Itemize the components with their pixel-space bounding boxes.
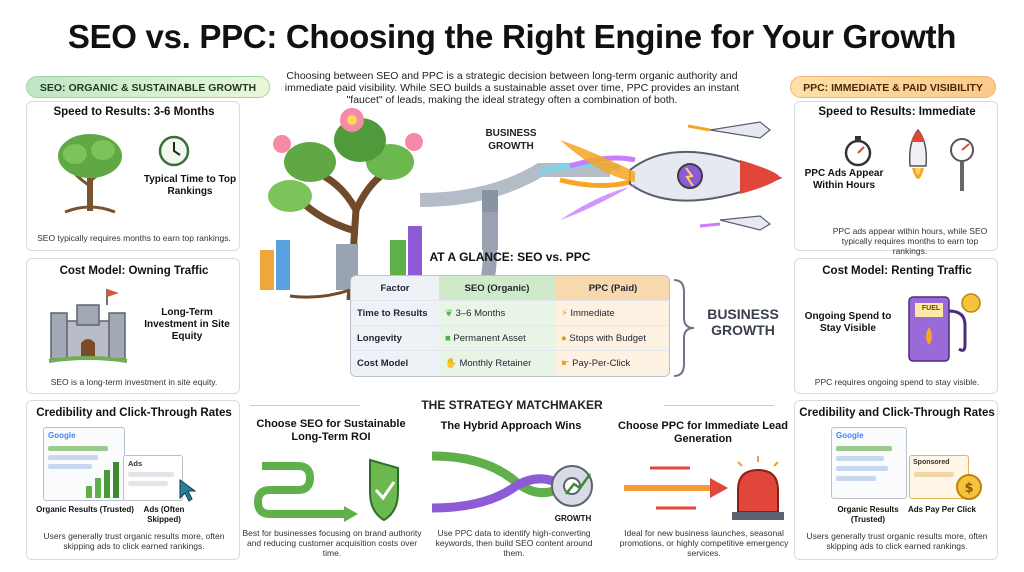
seo-speed-label: Typical Time to Top Rankings — [143, 174, 237, 197]
click-icon: ☛ — [561, 358, 573, 369]
table-header-factor: Factor — [351, 276, 439, 301]
table-cell-seo: ■ Permanent Asset — [439, 326, 555, 351]
ppc-cost-caption: PPC requires ongoing spend to stay visib… — [814, 377, 980, 387]
matchmaker-seo: Choose SEO for Sustainable Long-Term ROI — [246, 418, 416, 444]
bracket-icon — [673, 279, 695, 377]
table-cell-factor: Time to Results — [351, 301, 439, 326]
seo-cred-label-a: Organic Results (Trusted) — [36, 505, 134, 514]
seo-cred-caption: Users generally trust organic results mo… — [43, 531, 225, 551]
ppc-cred-panel: Credibility and Click-Through Rates Goog… — [794, 400, 998, 560]
seo-cost-label: Long-Term Investment in Site Equity — [144, 307, 230, 342]
cursor-icon — [179, 479, 197, 502]
ppc-cost-label: Ongoing Spend to Stay Visible — [804, 311, 892, 334]
gauge-icon — [950, 138, 974, 191]
pipe-label: BUSINESS GROWTH — [485, 128, 537, 152]
clock-icon — [158, 135, 190, 167]
table-cell-seo: ❦ 3–6 Months — [439, 301, 555, 326]
rocket-icon — [908, 128, 928, 179]
ppc-cred-caption: Users generally trust organic results mo… — [806, 531, 988, 551]
table-row: Time to Results ❦ 3–6 Months ⚡ Immediate — [351, 301, 669, 326]
table-cell-seo: ✋ Monthly Retainer — [439, 351, 555, 376]
table-cell-ppc: ● Stops with Budget — [555, 326, 669, 351]
tree-icon — [58, 134, 122, 214]
ppc-cost-title: Cost Model: Renting Traffic — [822, 265, 972, 277]
table-cell-factor: Longevity — [351, 326, 439, 351]
lock-icon: ■ — [445, 333, 454, 344]
lightning-icon: ⚡ — [561, 308, 571, 319]
ppc-cred-title: Credibility and Click-Through Rates — [799, 407, 995, 419]
seo-cost-panel: Cost Model: Owning Traffic Long-Term Inv… — [26, 258, 240, 394]
matchmaker-seo-title: Choose SEO for Sustainable Long-Term ROI — [256, 418, 406, 443]
winding-path-icon — [253, 458, 399, 522]
table-header-row: Factor SEO (Organic) PPC (Paid) — [351, 276, 669, 301]
seo-speed-title: Speed to Results: 3-6 Months — [53, 106, 215, 118]
ads-box: Ads — [123, 455, 183, 501]
table-cell-ppc: ⚡ Immediate — [555, 301, 669, 326]
table-row: Longevity ■ Permanent Asset ● Stops with… — [351, 326, 669, 351]
seo-cred-title: Credibility and Click-Through Rates — [36, 407, 232, 419]
table-cell-factor: Cost Model — [351, 351, 439, 376]
ranking-bars-icon — [86, 462, 119, 498]
table-header-ppc: PPC (Paid) — [555, 276, 669, 301]
seo-cred-panel: Credibility and Click-Through Rates Goog… — [26, 400, 240, 560]
growth-illustration — [260, 108, 783, 300]
svg-text:$: $ — [964, 481, 973, 496]
matchmaker-ppc-title: Choose PPC for Immediate Lead Generation — [618, 420, 788, 445]
business-growth-label: BUSINESS GROWTH — [707, 306, 779, 338]
coin-icon: $ — [956, 474, 982, 500]
ppc-cost-panel: Cost Model: Renting Traffic Ongoing Spen… — [794, 258, 998, 394]
ads-tag: Ads — [128, 459, 143, 468]
ppc-speed-panel: Speed to Results: Immediate PPC Ads Appe… — [794, 101, 998, 256]
siren-arrow-icon — [624, 456, 784, 520]
seo-speed-caption: SEO typically requires months to earn to… — [37, 233, 231, 243]
search-results-mockup-ppc: Google — [831, 427, 907, 499]
table-header-seo: SEO (Organic) — [439, 276, 555, 301]
matchmaker-ppc-caption: Ideal for new business launches, seasona… — [619, 528, 789, 558]
intro-text: Choosing between SEO and PPC is a strate… — [284, 70, 740, 106]
seo-cred-label-b: Ads (Often Skipped) — [143, 505, 185, 524]
google-logo: Google — [836, 431, 864, 440]
ppc-speed-label: PPC Ads Appear Within Hours — [804, 168, 884, 191]
matchmaker-hybrid-caption: Use PPC data to identify high-converting… — [435, 528, 593, 558]
seo-cost-caption: SEO is a long-term investment in site eq… — [50, 377, 218, 387]
search-results-mockup: Google — [43, 427, 125, 501]
google-logo: Google — [48, 431, 76, 440]
seo-header: SEO: ORGANIC & SUSTAINABLE GROWTH — [26, 76, 270, 98]
coins-icon: ● — [561, 333, 570, 344]
fuel-label: FUEL — [921, 305, 941, 312]
matchmaker-hybrid: The Hybrid Approach Wins — [426, 420, 596, 433]
seo-speed-panel: Speed to Results: 3-6 Months Typical Tim… — [26, 101, 240, 251]
matchmaker-seo-caption: Best for businesses focusing on brand au… — [242, 528, 422, 558]
comparison-table: Factor SEO (Organic) PPC (Paid) Time to … — [350, 275, 670, 377]
handshake-icon: ✋ — [445, 358, 460, 369]
ppc-cred-label-a: Organic Results (Trusted) — [837, 505, 899, 524]
table-row: Cost Model ✋ Monthly Retainer ☛ Pay-Per-… — [351, 351, 669, 376]
table-cell-ppc: ☛ Pay-Per-Click — [555, 351, 669, 376]
seo-cost-title: Cost Model: Owning Traffic — [59, 265, 209, 277]
ppc-speed-title: Speed to Results: Immediate — [818, 106, 976, 118]
matchmaker-ppc: Choose PPC for Immediate Lead Generation — [618, 420, 788, 446]
matchmaker-title: THE STRATEGY MATCHMAKER — [421, 398, 603, 412]
gear-label: GROWTH — [554, 514, 592, 523]
matchmaker-hybrid-title: The Hybrid Approach Wins — [440, 420, 582, 432]
page-title: SEO vs. PPC: Choosing the Right Engine f… — [67, 18, 957, 55]
hybrid-flow-icon — [431, 451, 593, 513]
fuel-pump-icon — [908, 293, 981, 362]
table-title: AT A GLANCE: SEO vs. PPC — [429, 250, 591, 264]
sponsored-tag: Sponsored — [913, 459, 950, 466]
ppc-cred-label-b: Ads Pay Per Click — [907, 505, 977, 514]
stopwatch-icon — [844, 136, 872, 167]
sprout-icon: ❦ — [445, 308, 456, 319]
ppc-header: PPC: IMMEDIATE & PAID VISIBILITY — [790, 76, 996, 98]
castle-icon — [48, 289, 128, 363]
ppc-speed-caption: PPC ads appear within hours, while SEO t… — [832, 226, 988, 256]
